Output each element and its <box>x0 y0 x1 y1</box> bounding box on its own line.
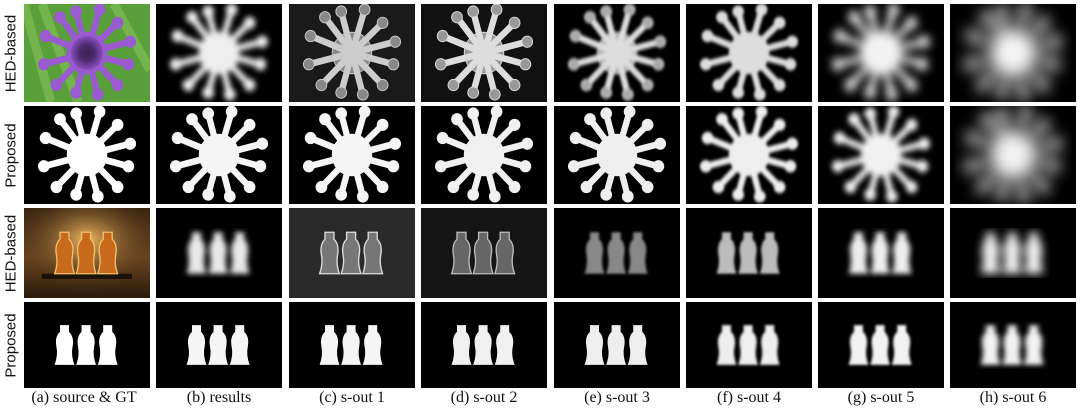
flower-hed-s-out-1 <box>289 4 415 102</box>
flower-hed-s-out-4 <box>686 4 812 102</box>
bottles-hed-s-out-1 <box>289 208 415 298</box>
caption-s-out-1: (c) s-out 1 <box>319 389 385 406</box>
flower-hed-s-out-6 <box>950 4 1076 102</box>
flower-proposed-results <box>156 106 282 204</box>
flower-proposed-s-out-1 <box>289 106 415 204</box>
bottles-source-image <box>24 208 150 298</box>
row-label-1: HED-based <box>2 14 20 92</box>
flower-hed-results <box>156 4 282 102</box>
caption-source-gt: (a) source & GT <box>31 389 137 406</box>
flower-proposed-s-out-6 <box>950 106 1076 204</box>
caption-s-out-6: (h) s-out 6 <box>979 389 1047 406</box>
bottles-proposed-results <box>156 302 282 388</box>
bottles-hed-s-out-5 <box>818 208 944 298</box>
flower-ground-truth <box>24 106 150 204</box>
flower-proposed-s-out-3 <box>554 106 680 204</box>
flower-proposed-s-out-4 <box>686 106 812 204</box>
bottles-proposed-s-out-6 <box>950 302 1076 388</box>
bottles-proposed-s-out-2 <box>421 302 547 388</box>
bottles-hed-s-out-2 <box>421 208 547 298</box>
caption-s-out-5: (g) s-out 5 <box>847 389 915 406</box>
caption-results: (b) results <box>186 389 252 406</box>
bottles-hed-results <box>156 208 282 298</box>
bottles-ground-truth <box>24 302 150 388</box>
flower-hed-s-out-3 <box>554 4 680 102</box>
flower-proposed-s-out-2 <box>421 106 547 204</box>
bottles-proposed-s-out-1 <box>289 302 415 388</box>
caption-s-out-2: (d) s-out 2 <box>450 389 518 406</box>
bottles-hed-s-out-3 <box>554 208 680 298</box>
caption-s-out-4: (f) s-out 4 <box>717 389 781 406</box>
row-label-3: HED-based <box>2 214 20 292</box>
bottles-proposed-s-out-4 <box>686 302 812 388</box>
flower-source-image <box>24 4 150 102</box>
flower-hed-s-out-2 <box>421 4 547 102</box>
bottles-proposed-s-out-3 <box>554 302 680 388</box>
caption-s-out-3: (e) s-out 3 <box>584 389 650 406</box>
bottles-hed-s-out-6 <box>950 208 1076 298</box>
bottles-proposed-s-out-5 <box>818 302 944 388</box>
bottles-hed-s-out-4 <box>686 208 812 298</box>
row-label-4: Proposed <box>2 312 20 378</box>
flower-proposed-s-out-5 <box>818 106 944 204</box>
row-label-2: Proposed <box>2 122 20 188</box>
flower-hed-s-out-5 <box>818 4 944 102</box>
